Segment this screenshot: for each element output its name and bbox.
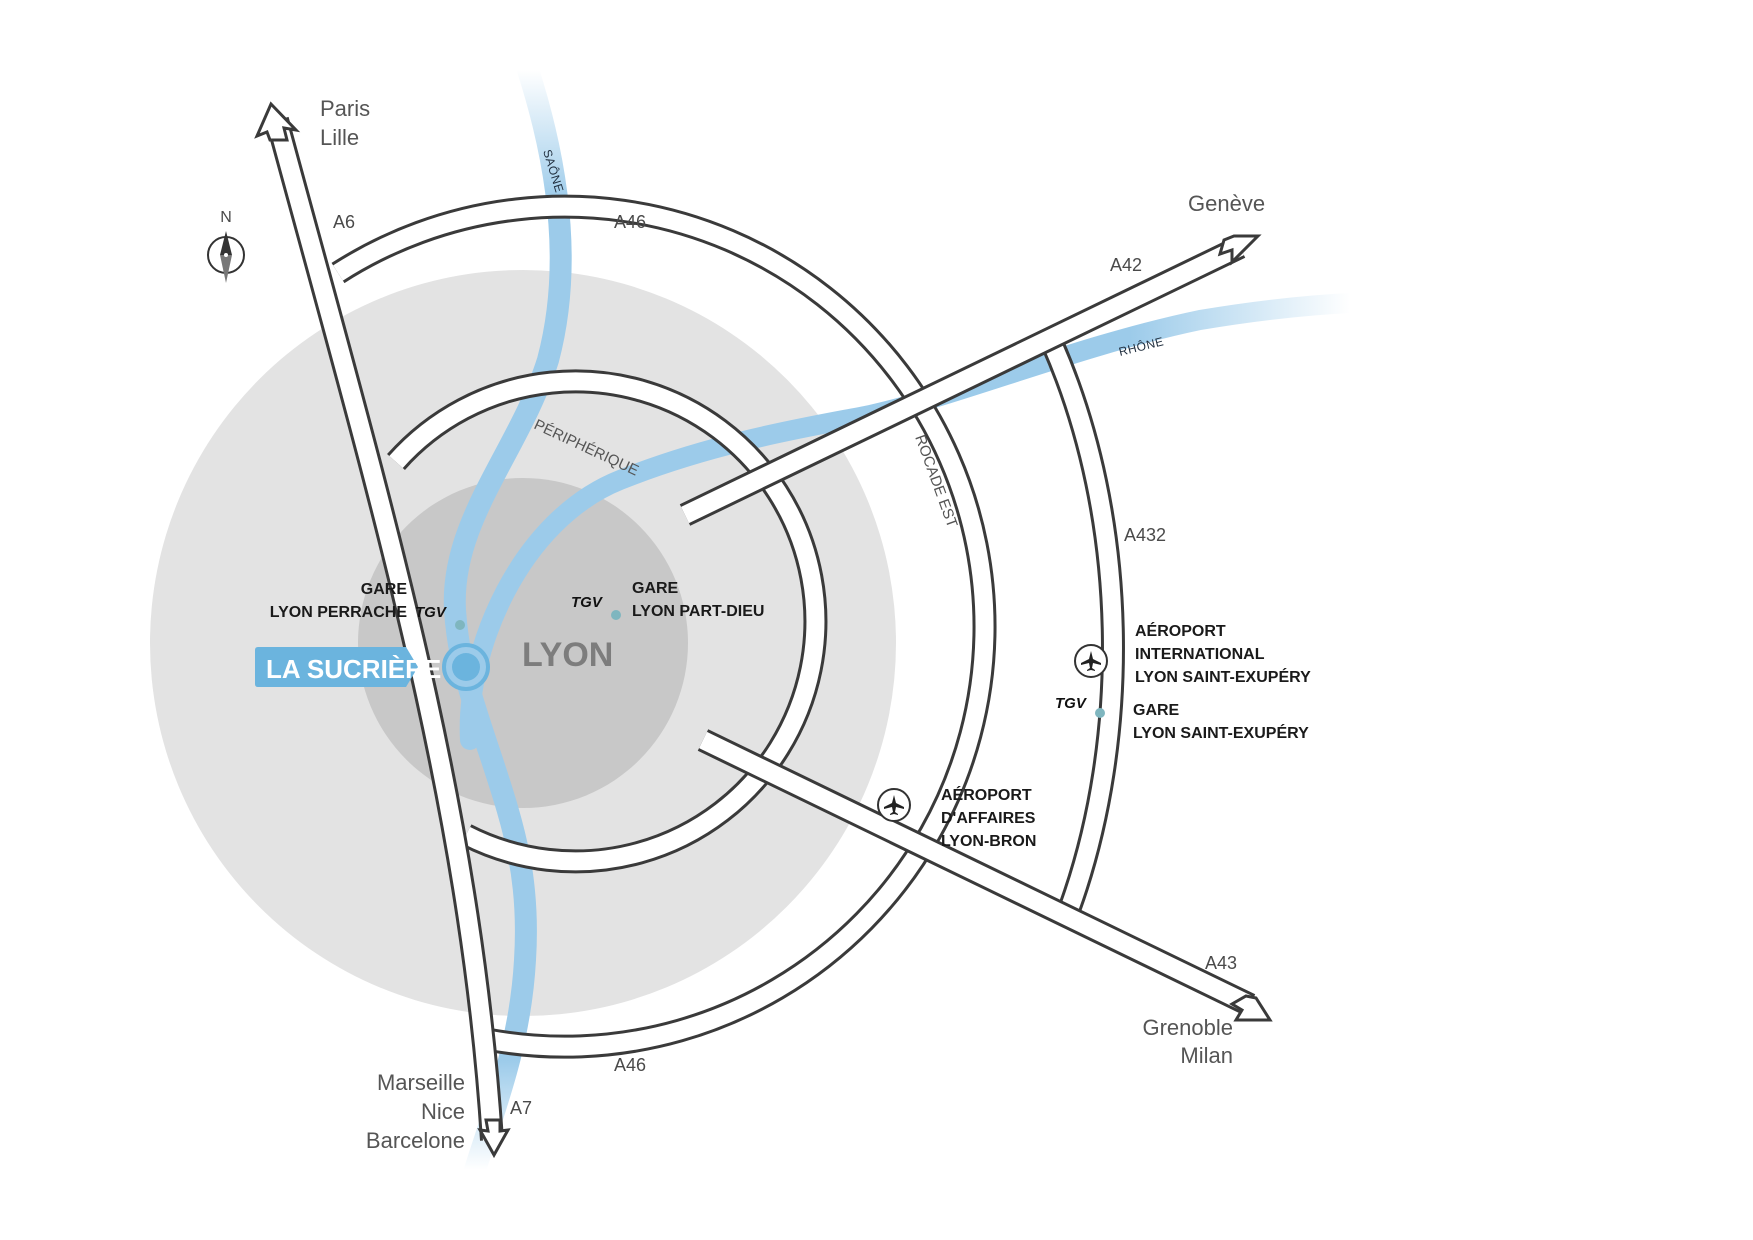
station-partdieu-line2: LYON PART-DIEU xyxy=(632,603,764,620)
dest-grenoble: Grenoble xyxy=(1142,1015,1233,1040)
airport-bron-line1: AÉROPORT xyxy=(941,785,1032,804)
airplane-icon xyxy=(877,788,911,822)
road-label-a7: A7 xyxy=(510,1098,532,1118)
la-sucriere-label: LA SUCRIÈRE xyxy=(266,654,441,684)
station-dot-perrache xyxy=(455,620,465,630)
airport-bron-line2: D'AFFAIRES xyxy=(941,810,1036,827)
compass-icon xyxy=(207,231,245,283)
airport-intl-line1: AÉROPORT xyxy=(1135,621,1226,640)
la-sucriere-marker[interactable] xyxy=(255,643,490,691)
tgv-logo-partdieu: TGV xyxy=(571,594,604,611)
station-partdieu-line1: GARE xyxy=(632,580,679,597)
road-label-a46-south: A46 xyxy=(614,1055,646,1075)
tgv-logo-perrache: TGV xyxy=(415,604,448,621)
road-label-a43: A43 xyxy=(1205,953,1237,973)
arrow-north xyxy=(254,101,301,142)
road-label-a6: A6 xyxy=(333,212,355,232)
station-dot-stexupery xyxy=(1095,708,1105,718)
tgv-logo-stexupery: TGV xyxy=(1055,695,1088,712)
arrow-northeast xyxy=(1217,234,1262,266)
station-stexupery-line1: GARE xyxy=(1133,702,1180,719)
compass-north-label: N xyxy=(220,209,232,226)
dest-barcelone: Barcelone xyxy=(366,1128,465,1153)
station-perrache-line2: LYON PERRACHE xyxy=(270,604,408,621)
road-network xyxy=(265,116,1256,1141)
dest-nice: Nice xyxy=(421,1099,465,1124)
airport-intl-line2: INTERNATIONAL xyxy=(1135,646,1265,663)
airport-bron-line3: LYON-BRON xyxy=(941,833,1036,850)
dest-paris: Paris xyxy=(320,96,370,121)
station-dot-partdieu xyxy=(611,610,621,620)
road-label-a42: A42 xyxy=(1110,255,1142,275)
dest-marseille: Marseille xyxy=(377,1070,465,1095)
dest-milan: Milan xyxy=(1180,1043,1233,1068)
airplane-icon xyxy=(1074,644,1108,678)
arrow-south xyxy=(477,1118,511,1159)
road-label-a432: A432 xyxy=(1124,525,1166,545)
station-stexupery-line2: LYON SAINT-EXUPÉRY xyxy=(1133,723,1309,742)
station-perrache-line1: GARE xyxy=(361,581,408,598)
rhone-river xyxy=(459,293,1360,750)
arrow-southeast xyxy=(1229,994,1273,1022)
city-label-lyon: LYON xyxy=(522,636,613,674)
airport-intl-line3: LYON SAINT-EXUPÉRY xyxy=(1135,667,1311,686)
dest-lille: Lille xyxy=(320,125,359,150)
dest-geneve: Genève xyxy=(1188,191,1265,216)
road-label-a46-north: A46 xyxy=(614,212,646,232)
